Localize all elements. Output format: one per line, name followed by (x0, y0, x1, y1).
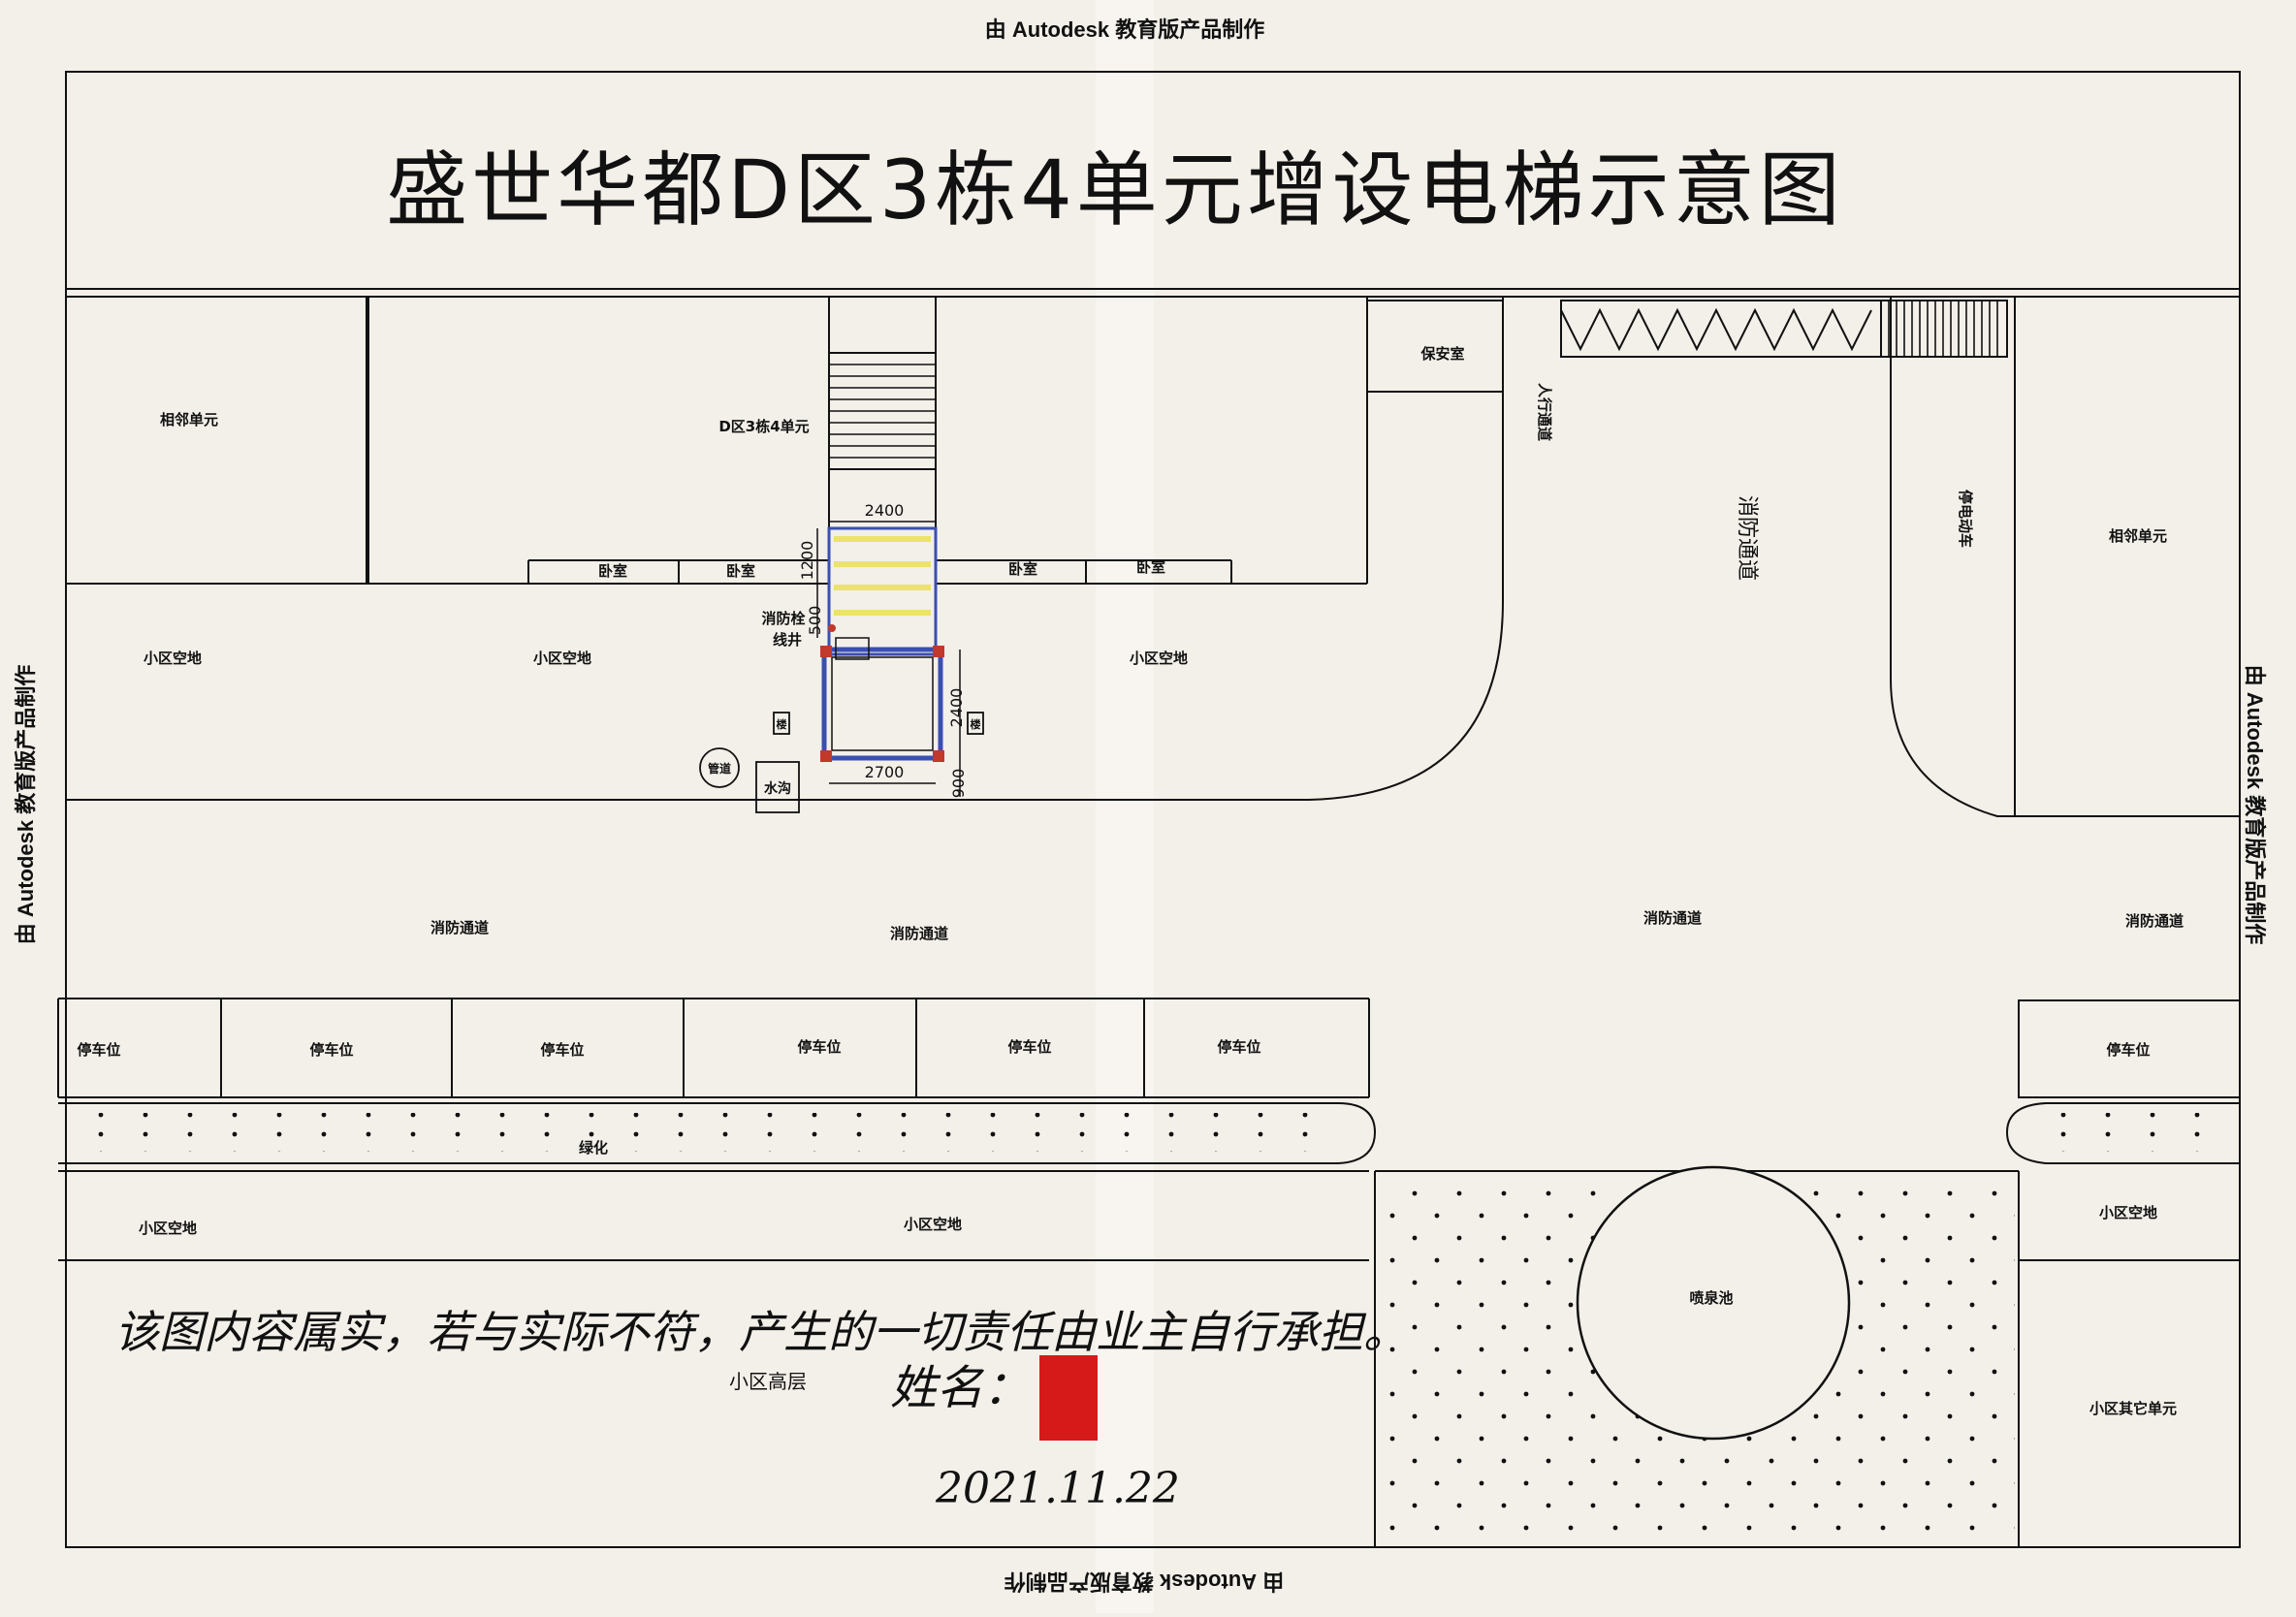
label-open-space-2: 小区空地 (533, 650, 591, 667)
neighbor-unit-right (2014, 296, 2241, 817)
label-neighbor-right: 相邻单元 (2109, 527, 2167, 545)
dim-bottom-offset: 900 (949, 769, 968, 799)
dim-upper-depth: 1200 (798, 541, 816, 581)
label-fountain: 喷泉池 (1689, 1289, 1733, 1307)
label-floor-tag-right: 楼 (971, 717, 981, 731)
label-ebike-parking: 停电动车 (1957, 490, 1974, 548)
label-pedestrian-path: 人行通道 (1536, 383, 1553, 441)
label-open-space-4: 小区空地 (139, 1220, 197, 1237)
label-drain: 水沟 (764, 780, 791, 797)
drain-box (755, 761, 800, 813)
label-wire-well: 线井 (773, 631, 802, 649)
watermark-left: 由 Autodesk 教育版产品制作 (14, 665, 38, 944)
elevator-shaft (821, 647, 943, 761)
watermark-bottom: 由 Autodesk 教育版产品制作 (1004, 1569, 1284, 1594)
label-fire-lane-4: 消防通道 (2125, 912, 2184, 930)
label-open-space-3: 小区空地 (1130, 650, 1188, 667)
dim-gap: 500 (806, 606, 824, 636)
pipe-marker (699, 747, 740, 788)
label-fire-lane-3: 消防通道 (1643, 909, 1702, 927)
handwritten-date: 2021.11.22 (935, 1464, 1180, 1513)
label-high-rise: 小区高层 (729, 1370, 807, 1393)
floor-tag-left (773, 712, 790, 735)
stair-treads (829, 364, 936, 459)
label-fire-lane-1: 消防通道 (430, 919, 489, 936)
handwritten-statement: 该图内容属实，若与实际不符，产生的一切责任由业主自行承担。 (114, 1306, 1408, 1358)
label-neighbor-left: 相邻单元 (160, 411, 218, 428)
label-parking-6: 停车位 (1217, 1038, 1260, 1056)
label-fire-lane-vertical: 消防通道 (1735, 495, 1759, 581)
label-pipe: 管道 (708, 761, 731, 776)
watermark-top: 由 Autodesk 教育版产品制作 (985, 17, 1264, 42)
label-hydrant: 消防栓 (761, 610, 805, 627)
label-open-space-1: 小区空地 (144, 650, 202, 667)
ebike-lane (1890, 297, 2016, 817)
greenery-strip (58, 1102, 1377, 1164)
label-parking-4: 停车位 (797, 1038, 841, 1056)
label-bedroom-1: 卧室 (598, 562, 627, 580)
label-open-space-6: 小区空地 (2099, 1204, 2157, 1221)
neighbor-unit-left (65, 296, 367, 585)
floor-tag-right (967, 712, 984, 735)
label-bedroom-2: 卧室 (726, 562, 755, 580)
label-parking-5: 停车位 (1007, 1038, 1051, 1056)
gate-bars (1888, 301, 1998, 357)
dim-shaft-depth: 2400 (947, 688, 966, 728)
label-other-units: 小区其它单元 (2089, 1400, 2177, 1417)
fire-lane-edge (66, 297, 1504, 801)
entrance-canopy (827, 526, 938, 656)
label-floor-tag-left: 楼 (777, 717, 787, 731)
fountain-pool (1576, 1165, 1851, 1441)
dimension-lines (816, 521, 961, 797)
handwritten-name-label: 姓名： (890, 1361, 1030, 1415)
dim-top-width: 2400 (865, 501, 905, 520)
label-parking-2: 停车位 (309, 1041, 353, 1059)
label-open-space-5: 小区空地 (904, 1216, 962, 1233)
label-guard-room: 保安室 (1419, 345, 1464, 363)
label-parking-7: 停车位 (2106, 1041, 2150, 1059)
elevator-addition (820, 526, 944, 762)
watermark-right: 由 Autodesk 教育版产品制作 (2243, 665, 2267, 944)
parking-right (2018, 999, 2241, 1098)
label-parking-1: 停车位 (77, 1041, 120, 1059)
label-bedroom-3: 卧室 (1008, 560, 1037, 578)
page-title: 盛世华都D区3栋4单元增设电梯示意图 (386, 143, 1844, 238)
signature-redaction (1039, 1355, 1098, 1441)
label-greenery: 绿化 (579, 1139, 608, 1157)
label-fire-lane-2: 消防通道 (890, 925, 948, 942)
label-parking-3: 停车位 (540, 1041, 584, 1059)
label-building: D区3栋4单元 (718, 418, 809, 435)
label-bedroom-4: 卧室 (1136, 558, 1165, 576)
dim-shaft-width: 2700 (865, 763, 905, 781)
